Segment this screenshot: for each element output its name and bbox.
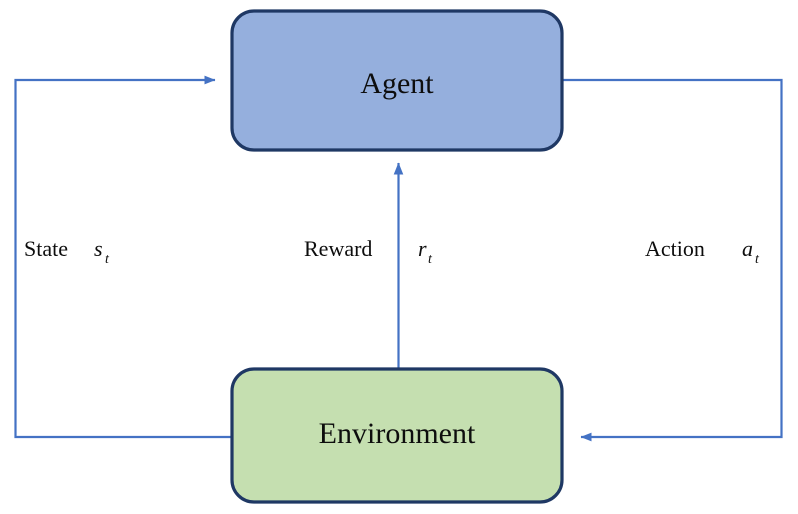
node-environment-label: Environment	[319, 417, 476, 450]
node-agent-label: Agent	[360, 67, 434, 100]
state-edge-path	[14, 75, 232, 439]
action-label-subscript: t	[755, 252, 760, 267]
reward-label-symbol: r	[418, 236, 427, 261]
state-label-subscript: t	[105, 252, 110, 267]
node-environment-box[interactable]	[230, 367, 564, 504]
action-label-word: Action	[645, 236, 705, 261]
reward-label-subscript: t	[428, 252, 433, 267]
action-label-symbol: a	[742, 236, 753, 261]
reward-label-word: Reward	[304, 236, 372, 261]
action-edge-path	[562, 78, 783, 442]
state-label-word: State	[24, 236, 68, 261]
state-label-symbol: s	[94, 236, 103, 261]
node-agent-box[interactable]	[230, 9, 564, 152]
